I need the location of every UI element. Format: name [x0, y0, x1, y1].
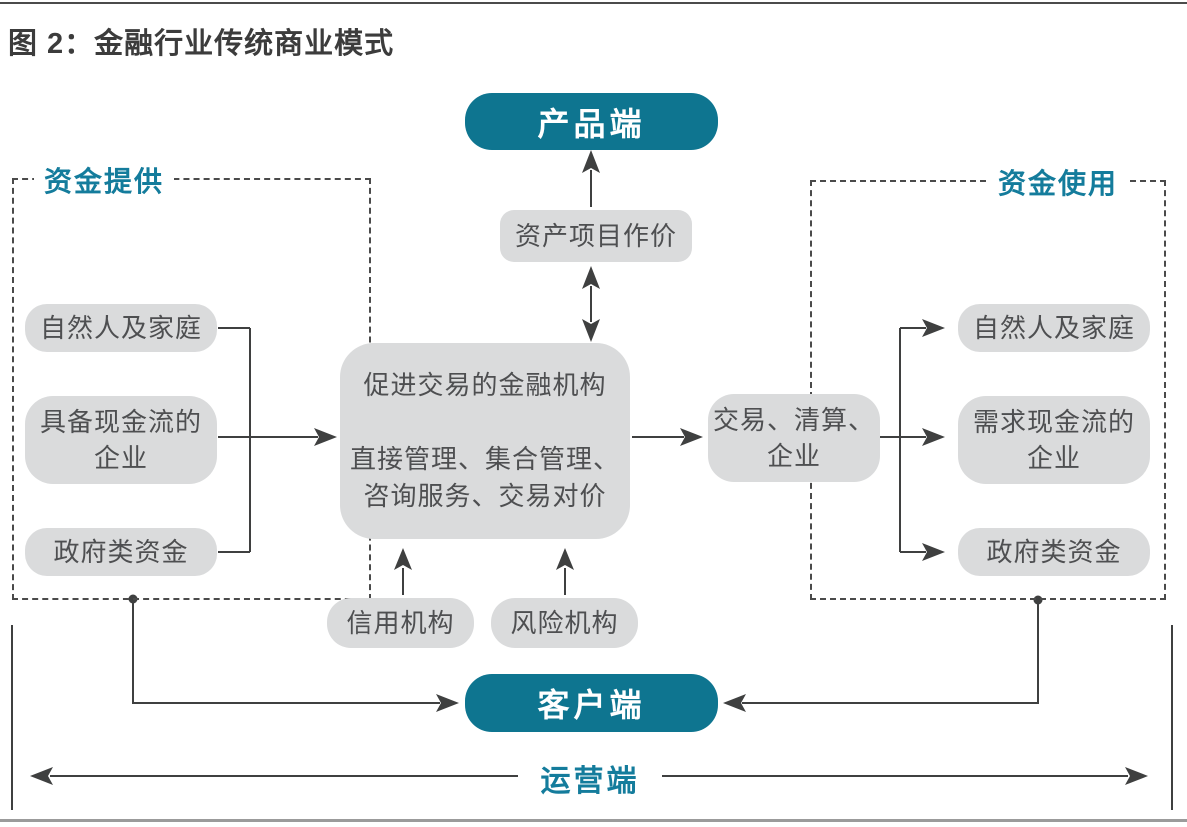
- operations-side-label: 运营端: [540, 765, 640, 798]
- top-rule: [0, 2, 1187, 4]
- bottom-rule: [0, 819, 1187, 822]
- supply-item-cashflow-enterprises: 具备现金流的 企业: [25, 396, 217, 484]
- right-bracket-arrows: [880, 319, 945, 561]
- financial-institution-line3: 咨询服务、交易对价: [363, 481, 607, 511]
- connector-supply-to-client: [128, 594, 459, 712]
- funding-use-label: 资金使用: [988, 162, 1129, 202]
- risk-institution-node: 风险机构: [491, 598, 638, 648]
- financial-institution-line1: 促进交易的金融机构: [363, 370, 607, 400]
- credit-institution-node: 信用机构: [327, 598, 474, 648]
- financial-institution-line2: 直接管理、集合管理、: [349, 444, 620, 474]
- arrow-risk-up: [556, 548, 574, 595]
- supply-item-government-funds: 政府类资金: [25, 528, 217, 576]
- connector-use-to-client: [723, 595, 1043, 712]
- supply-item2-line2: 企业: [93, 443, 148, 473]
- use-item2-line1: 需求现金流的: [972, 407, 1135, 437]
- clearing-line1: 交易、清算、: [712, 405, 875, 435]
- figure-title: 图 2：金融行业传统商业模式: [8, 28, 395, 60]
- supply-item2-line1: 具备现金流的: [39, 407, 202, 437]
- operations-right-arrow: [662, 767, 1148, 785]
- arrow-credit-up: [394, 548, 412, 595]
- arrow-center-to-clearing: [632, 428, 703, 446]
- asset-pricing-node: 资产项目作价: [500, 210, 692, 262]
- financial-institution-node: 促进交易的金融机构 直接管理、集合管理、 咨询服务、交易对价: [340, 343, 630, 539]
- supply-item-individuals: 自然人及家庭: [25, 304, 217, 352]
- clearing-line2: 企业: [766, 441, 821, 471]
- double-arrow-icon: [582, 266, 600, 342]
- use-item-individuals: 自然人及家庭: [958, 304, 1150, 352]
- use-item-government-funds: 政府类资金: [958, 528, 1150, 576]
- operations-frame-lines: [11, 625, 1173, 810]
- operations-left-arrow: [30, 767, 518, 785]
- funding-supply-label: 资金提供: [34, 160, 175, 200]
- arrow-up-icon: [582, 150, 600, 207]
- left-bracket-arrow: [218, 327, 337, 553]
- clearing-node: 交易、清算、 企业: [708, 394, 880, 482]
- product-side-node: 产品端: [465, 93, 718, 150]
- use-item2-line2: 企业: [1026, 443, 1081, 473]
- client-side-node: 客户端: [465, 674, 718, 732]
- use-item-cashflow-enterprises: 需求现金流的 企业: [958, 396, 1150, 484]
